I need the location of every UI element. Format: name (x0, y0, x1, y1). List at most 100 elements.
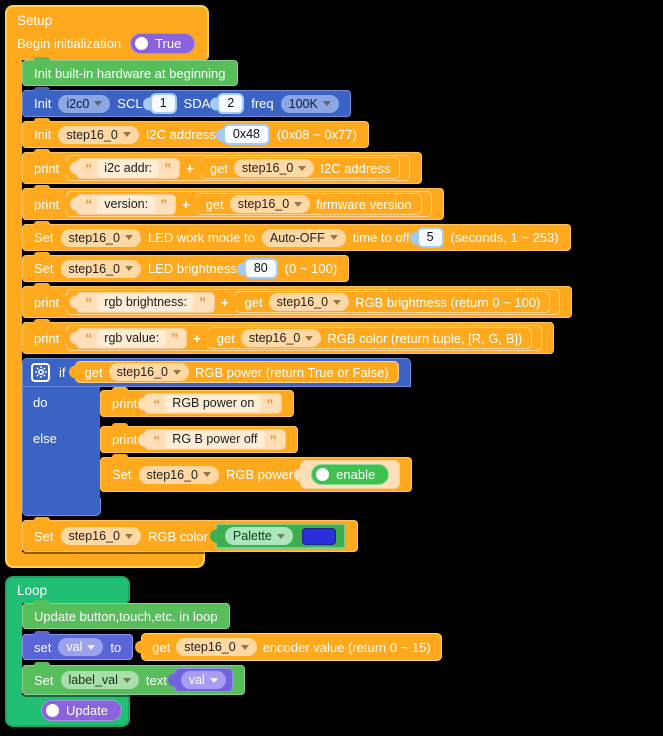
open-quote: “ (153, 431, 161, 448)
device-dropdown[interactable]: step16_0 (138, 465, 219, 484)
work-mode-dropdown[interactable]: Auto-OFF (261, 228, 346, 247)
set-keyword: Set (34, 230, 54, 245)
rgb-power-label: RGB power (225, 467, 294, 482)
print-rgb-value-block[interactable]: print “ rgb value: ” + get step16_0 (22, 319, 555, 354)
device-dropdown[interactable]: step16_0 (60, 259, 141, 278)
print-rgb-power-off-block[interactable]: print “ RG B power off ” (100, 423, 298, 453)
loop-block[interactable]: Loop Update button,touch,etc. in loop se… (5, 576, 663, 727)
caret-down-icon (122, 677, 131, 683)
begin-initialization-toggle[interactable]: True (130, 33, 196, 54)
brightness-hint: (0 ~ 100) (284, 261, 338, 276)
device-dropdown[interactable]: step16_0 (268, 293, 350, 311)
variable-value-block[interactable]: val (173, 668, 233, 692)
string-concat-block[interactable]: “ rgb value: ” + get step16_0 RGB color … (66, 325, 543, 351)
set-variable-block[interactable]: set val to (22, 631, 134, 660)
set-led-work-mode-block[interactable]: Set step16_0 LED work mode to Auto-OFF t… (22, 221, 571, 251)
print-keyword: print (34, 330, 60, 346)
scl-input[interactable]: 1 (149, 93, 177, 114)
get-rgb-color-block[interactable]: get step16_0 RGB color (return tuple, [R… (206, 327, 533, 349)
get-rgb-power-block[interactable]: get step16_0 RGB power (return True or F… (74, 361, 399, 383)
else-label: else (22, 423, 100, 498)
device-dropdown[interactable]: step16_0 (108, 363, 190, 381)
power-toggle-slot: enable (300, 460, 401, 489)
caret-down-icon (298, 165, 307, 171)
setup-footer (5, 552, 205, 568)
string-literal[interactable]: “ rgb brightness: ” (76, 291, 215, 313)
if-header[interactable]: if get step16_0 RGB power (return True o… (22, 358, 411, 387)
variable-dropdown[interactable]: val (180, 671, 226, 689)
init-keyword: Init (34, 96, 52, 111)
init-hardware-block[interactable]: Init built-in hardware at beginning (22, 57, 238, 86)
time-off-label: time to off (352, 230, 410, 245)
i2c-bus-dropdown[interactable]: i2c0 (58, 94, 111, 113)
string-concat-block[interactable]: “ version: ” + get step16_0 firmware ver… (66, 191, 432, 217)
variable-dropdown[interactable]: val (58, 638, 104, 656)
set-rgb-color-block[interactable]: Set step16_0 RGB color Palette (22, 517, 358, 552)
i2c-address-input[interactable]: 0x48 (222, 124, 270, 145)
print-rgb-brightness-block[interactable]: print “ rgb brightness: ” + get step16_0 (22, 283, 573, 318)
device-dropdown[interactable]: step16_0 (233, 159, 315, 177)
print-rgb-power-on-block[interactable]: print “ RGB power on ” (100, 387, 295, 417)
sda-value: 2 (219, 95, 243, 112)
property-label: I2C address (320, 160, 391, 176)
get-encoder-value-block[interactable]: get step16_0 encoder value (return 0 ~ 1… (141, 633, 442, 661)
device-value: step16_0 (68, 261, 120, 276)
device-dropdown[interactable]: step16_0 (229, 195, 311, 213)
color-picker-block[interactable]: Palette (214, 523, 346, 549)
if-else-block[interactable]: if get step16_0 RGB power (return True o… (22, 358, 413, 516)
print-i2c-addr-block[interactable]: print “ i2c addr: ” + get step16_0 (22, 149, 423, 184)
property-label: RGB color (return tuple, [R, G, B]) (327, 330, 523, 346)
label-dropdown[interactable]: label_val (60, 671, 139, 689)
time-off-input[interactable]: 5 (416, 227, 444, 248)
palette-dropdown[interactable]: Palette (224, 527, 293, 545)
device-dropdown[interactable]: step16_0 (60, 527, 141, 545)
setup-header[interactable]: Setup Begin initialization True (5, 5, 210, 60)
set-rgb-power-block[interactable]: Set step16_0 RGB power enable (100, 454, 413, 492)
caret-down-icon (94, 101, 103, 106)
close-quote: ” (266, 395, 274, 412)
get-i2c-address-block[interactable]: get step16_0 I2C address (199, 157, 401, 179)
enable-toggle[interactable]: enable (311, 464, 390, 485)
string-concat-block[interactable]: “ i2c addr: ” + get step16_0 I2C address (66, 155, 411, 181)
device-dropdown[interactable]: step16_0 (176, 638, 257, 656)
string-literal[interactable]: “ version: ” (76, 193, 177, 215)
set-keyword: Set (34, 528, 54, 544)
device-dropdown[interactable]: step16_0 (58, 125, 139, 144)
brightness-input[interactable]: 80 (243, 258, 278, 279)
string-value: version: (97, 195, 156, 213)
i2c-address-value: 0x48 (224, 126, 268, 143)
loop-header[interactable]: Loop (5, 576, 130, 603)
caret-down-icon (87, 644, 96, 650)
setup-block[interactable]: Setup Begin initialization True Init bui… (5, 5, 663, 568)
caret-down-icon (124, 235, 133, 240)
string-literal[interactable]: “ i2c addr: ” (76, 157, 181, 179)
string-literal[interactable]: “ RG B power off ” (144, 429, 286, 450)
mutator-gear-icon[interactable] (31, 362, 50, 382)
update-toggle[interactable]: Update (41, 699, 122, 721)
update-hardware-block[interactable]: Update button,touch,etc. in loop (22, 600, 230, 629)
set-keyword: Set (112, 467, 132, 482)
open-quote: “ (85, 294, 93, 310)
freq-dropdown[interactable]: 100K (280, 94, 339, 113)
i2c-init-block[interactable]: Init i2c0 SCL 1 SDA 2 freq 100K (22, 87, 351, 117)
print-keyword: print (112, 432, 138, 447)
set-led-brightness-block[interactable]: Set step16_0 LED brightness 80 (0 ~ 100) (22, 252, 350, 282)
set-label-text-block[interactable]: Set label_val text val (22, 662, 245, 695)
set-keyword: Set (34, 672, 54, 688)
device-init-block[interactable]: Init step16_0 I2C address 0x48 (0x08 ~ 0… (22, 118, 369, 148)
print-version-block[interactable]: print “ version: ” + get step16_0 (22, 185, 444, 220)
string-concat-block[interactable]: “ rgb brightness: ” + get step16_0 RGB b… (66, 289, 561, 315)
open-quote: “ (85, 196, 93, 212)
device-dropdown[interactable]: step16_0 (240, 329, 322, 347)
work-mode-value: Auto-OFF (269, 230, 325, 245)
close-quote: ” (198, 294, 206, 310)
string-literal[interactable]: “ rgb value: ” (76, 327, 188, 349)
variable-value: val (66, 640, 83, 654)
color-swatch[interactable] (301, 527, 336, 545)
get-rgb-brightness-block[interactable]: get step16_0 RGB brightness (return 0 ~ … (234, 291, 551, 313)
get-firmware-version-block[interactable]: get step16_0 firmware version (195, 193, 422, 215)
string-literal[interactable]: “ RGB power on ” (144, 393, 283, 414)
device-dropdown[interactable]: step16_0 (60, 228, 141, 247)
sda-input[interactable]: 2 (217, 93, 245, 114)
